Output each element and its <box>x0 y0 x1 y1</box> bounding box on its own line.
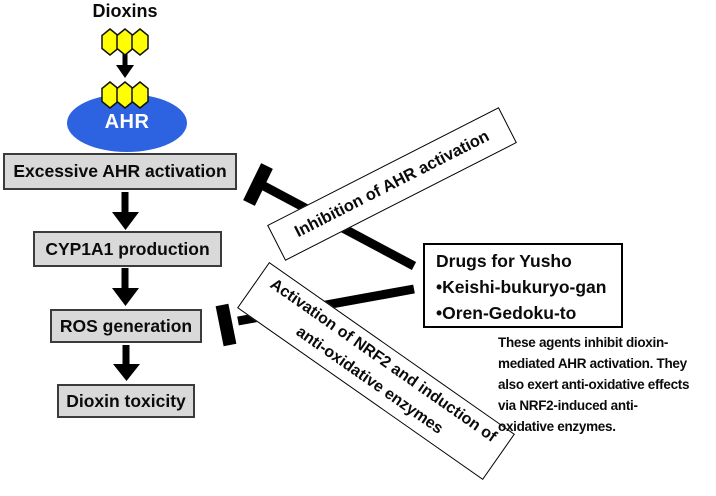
flow-arrow <box>113 345 140 381</box>
inhibition-bar <box>215 303 237 347</box>
flow-box-cyp1a1-production: CYP1A1 production <box>33 231 222 267</box>
drug-item-keishi-bukuryo-gan: •Keishi-bukuryo-gan <box>436 277 607 297</box>
dioxin-molecule-icon <box>101 28 149 56</box>
drugs-box-title: Drugs for Yusho <box>436 251 572 271</box>
explanatory-note: These agents inhibit dioxin- mediated AH… <box>498 332 689 437</box>
inhibition-bar <box>243 163 273 206</box>
note-line: also exert anti-oxidative effects <box>498 377 690 392</box>
note-line: oxidative enzymes. <box>498 419 616 434</box>
drugs-for-yusho-box: Drugs for Yusho •Keishi-bukuryo-gan •Ore… <box>423 243 623 328</box>
ahr-label: AHR <box>104 111 150 133</box>
dioxins-label: Dioxins <box>92 1 158 21</box>
flow-box-dioxin-toxicity: Dioxin toxicity <box>57 384 195 418</box>
flow-arrow <box>112 268 139 306</box>
flow-arrow <box>116 54 134 78</box>
note-line: via NRF2-induced anti- <box>498 398 638 413</box>
note-line: mediated AHR activation. They <box>498 356 687 371</box>
flow-arrow <box>112 192 139 230</box>
note-line: These agents inhibit dioxin- <box>498 335 669 350</box>
flow-box-ros-generation: ROS generation <box>50 309 202 343</box>
drug-item-oren-gedoku-to: •Oren-Gedoku-to <box>436 303 577 323</box>
flow-box-excessive-ahr-activation: Excessive AHR activation <box>3 153 237 190</box>
dioxin-molecule-icon <box>101 81 149 109</box>
ahr-ellipse <box>67 94 187 152</box>
